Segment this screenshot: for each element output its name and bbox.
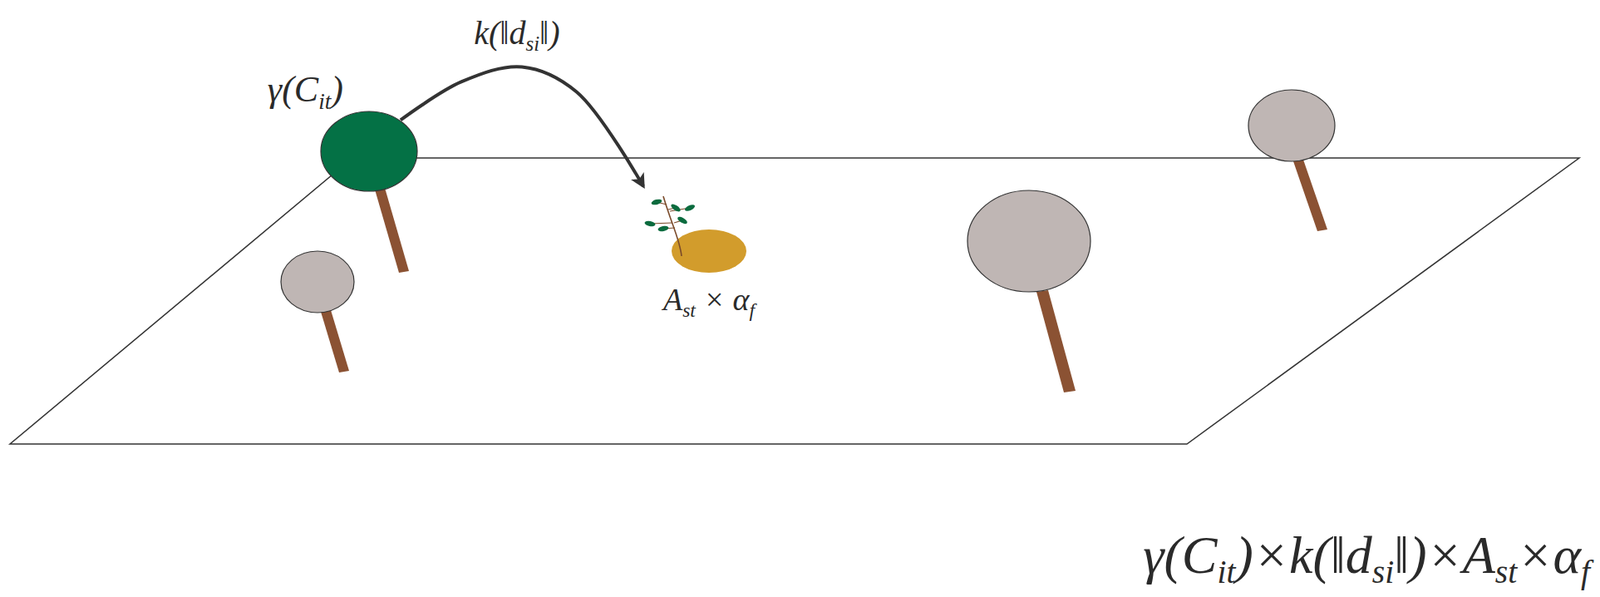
dispersal-arrow [400,66,644,187]
node-label: γ(Cit) [267,69,344,110]
text-run: )×k(‖d [1235,525,1373,585]
seedling-patch: Ast × αf [644,189,747,273]
text-run: ‖) [539,14,561,52]
node-outline [644,189,747,273]
edge-label: k(‖dsi‖) [473,14,560,52]
tree-crown [1248,89,1335,162]
seedling-leaf [644,220,656,227]
text-run: γ(C [267,68,319,110]
tree-crown [967,190,1091,292]
text-run: si [1372,553,1394,591]
tree-trunk [1036,290,1076,393]
text-run: A [663,281,683,317]
text-run: f [1580,553,1591,591]
tree-trunk [1293,159,1328,232]
seedling-leaf [684,203,696,213]
tree-crown [280,251,355,313]
node-outline [320,110,419,192]
text-run: k(‖d [473,14,526,52]
source-tree: γ(Cit) [320,110,419,192]
seedling-leaf [676,215,689,226]
tree-crown [320,111,418,192]
text-run: × α [695,281,750,317]
seedling-leaf [650,197,663,206]
text-run: ×α [1516,525,1581,585]
ground-plane [9,157,1580,444]
formula-label: γ(Cit)×k(‖dsi‖)×Ast×αf [1142,526,1591,585]
text-run: st [682,299,696,321]
soil-patch [671,229,747,273]
tree-trunk [374,187,409,273]
text-run: γ(C [1142,525,1217,585]
text-run: it [318,88,331,114]
text-run: it [1216,553,1236,591]
node-label: Ast × αf [663,282,755,318]
text-run: ‖)×A [1393,525,1496,585]
text-run: f [748,299,755,321]
seedling-icon [644,196,696,256]
text-run: st [1495,553,1517,591]
seedling-leaf [669,202,682,213]
text-run: si [526,32,541,55]
text-run: ) [330,68,344,110]
tree-trunk [320,310,350,373]
seedling-leaf [657,225,670,232]
